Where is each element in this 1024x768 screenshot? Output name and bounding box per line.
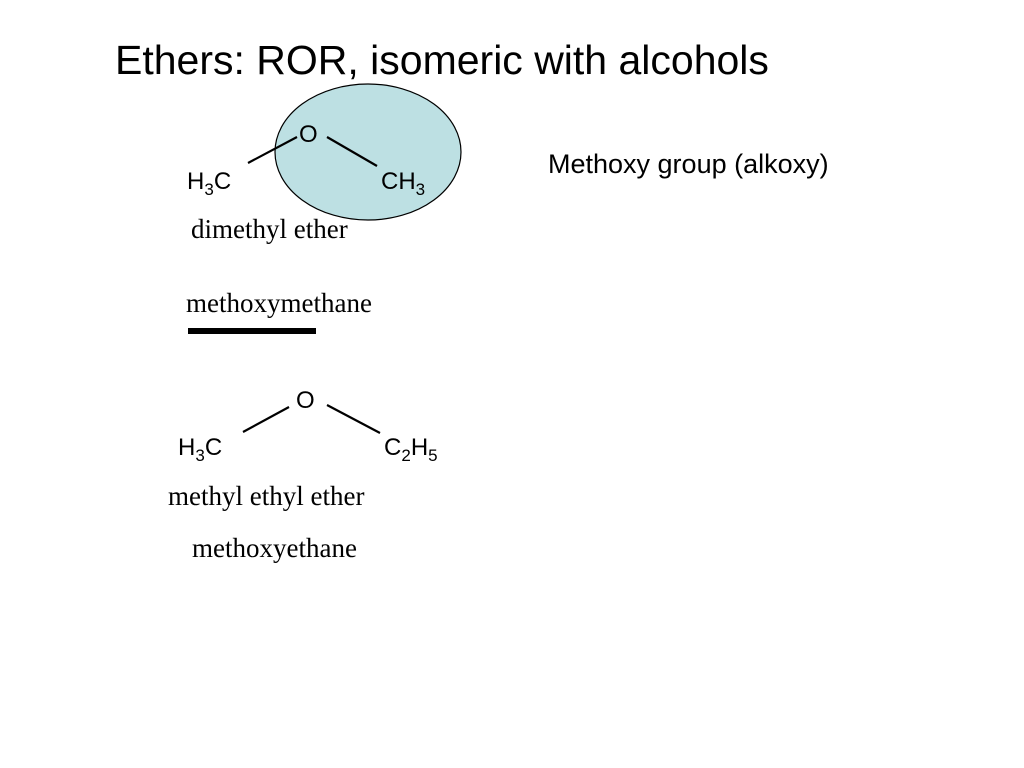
- bond-left: [247, 136, 298, 164]
- common-name-1: dimethyl ether: [191, 214, 348, 244]
- methyl-group-right: CH3: [381, 168, 425, 199]
- methoxy-highlight: [274, 83, 462, 221]
- methyl-ethyl-ether-structure: O H3C C2H5: [178, 387, 438, 465]
- ethyl-group-right: C2H5: [384, 434, 438, 465]
- bond-left: [242, 406, 290, 433]
- methyl-group-left: H3C: [178, 434, 222, 465]
- iupac-name-1: methoxymethane: [186, 288, 372, 318]
- oxygen-atom: O: [296, 387, 315, 414]
- iupac-name-2: methoxyethane: [192, 533, 357, 563]
- bond-right: [326, 136, 378, 167]
- oxygen-atom: O: [299, 121, 318, 148]
- divider-rule: [188, 328, 316, 334]
- common-name-2: methyl ethyl ether: [168, 481, 365, 511]
- bond-right: [326, 404, 381, 434]
- methoxy-caption: Methoxy group (alkoxy): [548, 149, 829, 179]
- methyl-group-left: H3C: [187, 168, 231, 199]
- slide-title: Ethers: ROR, isomeric with alcohols: [115, 37, 769, 83]
- dimethyl-ether-structure: O H3C CH3: [187, 121, 425, 199]
